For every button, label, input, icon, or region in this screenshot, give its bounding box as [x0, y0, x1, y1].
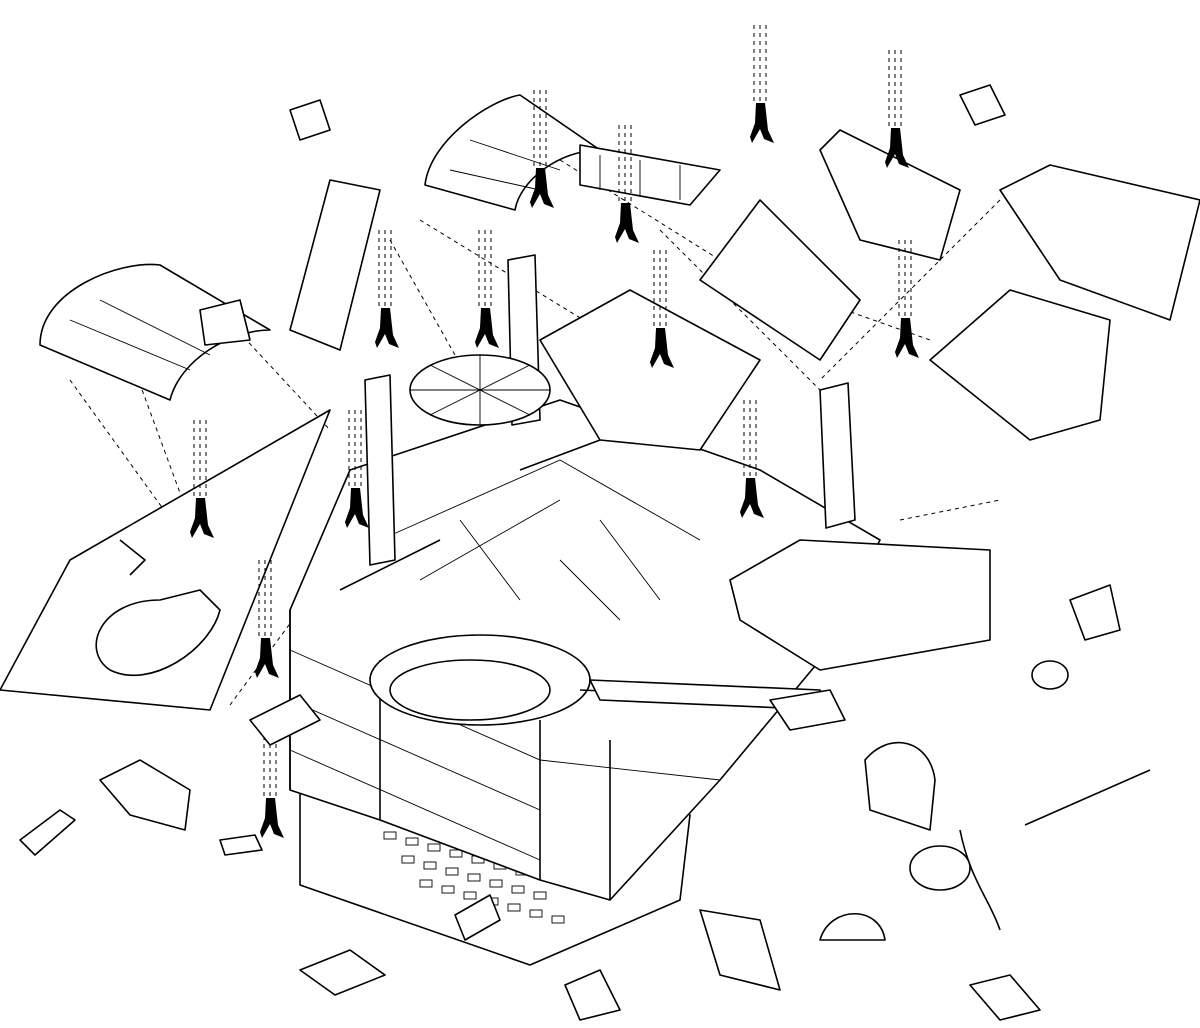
- falling-figure: [530, 90, 554, 208]
- parked-car: [383, 831, 397, 840]
- parked-car: [529, 909, 543, 918]
- parked-car: [401, 855, 415, 864]
- parked-car: [551, 915, 565, 924]
- falling-figure: [895, 240, 919, 358]
- falling-figure: [375, 230, 399, 348]
- falling-figure: [260, 720, 284, 838]
- falling-figure: [255, 560, 279, 678]
- falling-figure: [750, 25, 774, 143]
- falling-figures: [190, 25, 919, 838]
- falling-figure: [650, 250, 674, 368]
- floating-debris: [199, 84, 1151, 1021]
- falling-figure: [345, 410, 369, 528]
- parked-car: [445, 867, 459, 876]
- falling-figure: [190, 420, 214, 538]
- parked-car: [507, 903, 521, 912]
- left-ground-plate: [0, 409, 331, 711]
- parked-car: [427, 843, 441, 852]
- parked-car: [463, 891, 477, 900]
- floating-cars: [19, 694, 501, 996]
- falling-figure: [885, 50, 909, 168]
- floating-floor-plans: [289, 129, 1200, 671]
- falling-figure: [740, 400, 764, 518]
- parked-car: [423, 861, 437, 870]
- parked-car: [533, 891, 547, 900]
- barrel-vaults: [39, 94, 721, 401]
- parked-car: [441, 885, 455, 894]
- parked-car: [449, 849, 463, 858]
- radial-dome: [409, 354, 551, 426]
- parked-car: [511, 885, 525, 894]
- central-atrium: [369, 634, 591, 726]
- parked-car: [419, 879, 433, 888]
- main-mall-building: [289, 399, 881, 901]
- parked-car: [467, 873, 481, 882]
- parked-car: [405, 837, 419, 846]
- falling-figure: [615, 125, 639, 243]
- falling-figure: [475, 230, 499, 348]
- parked-car: [489, 879, 503, 888]
